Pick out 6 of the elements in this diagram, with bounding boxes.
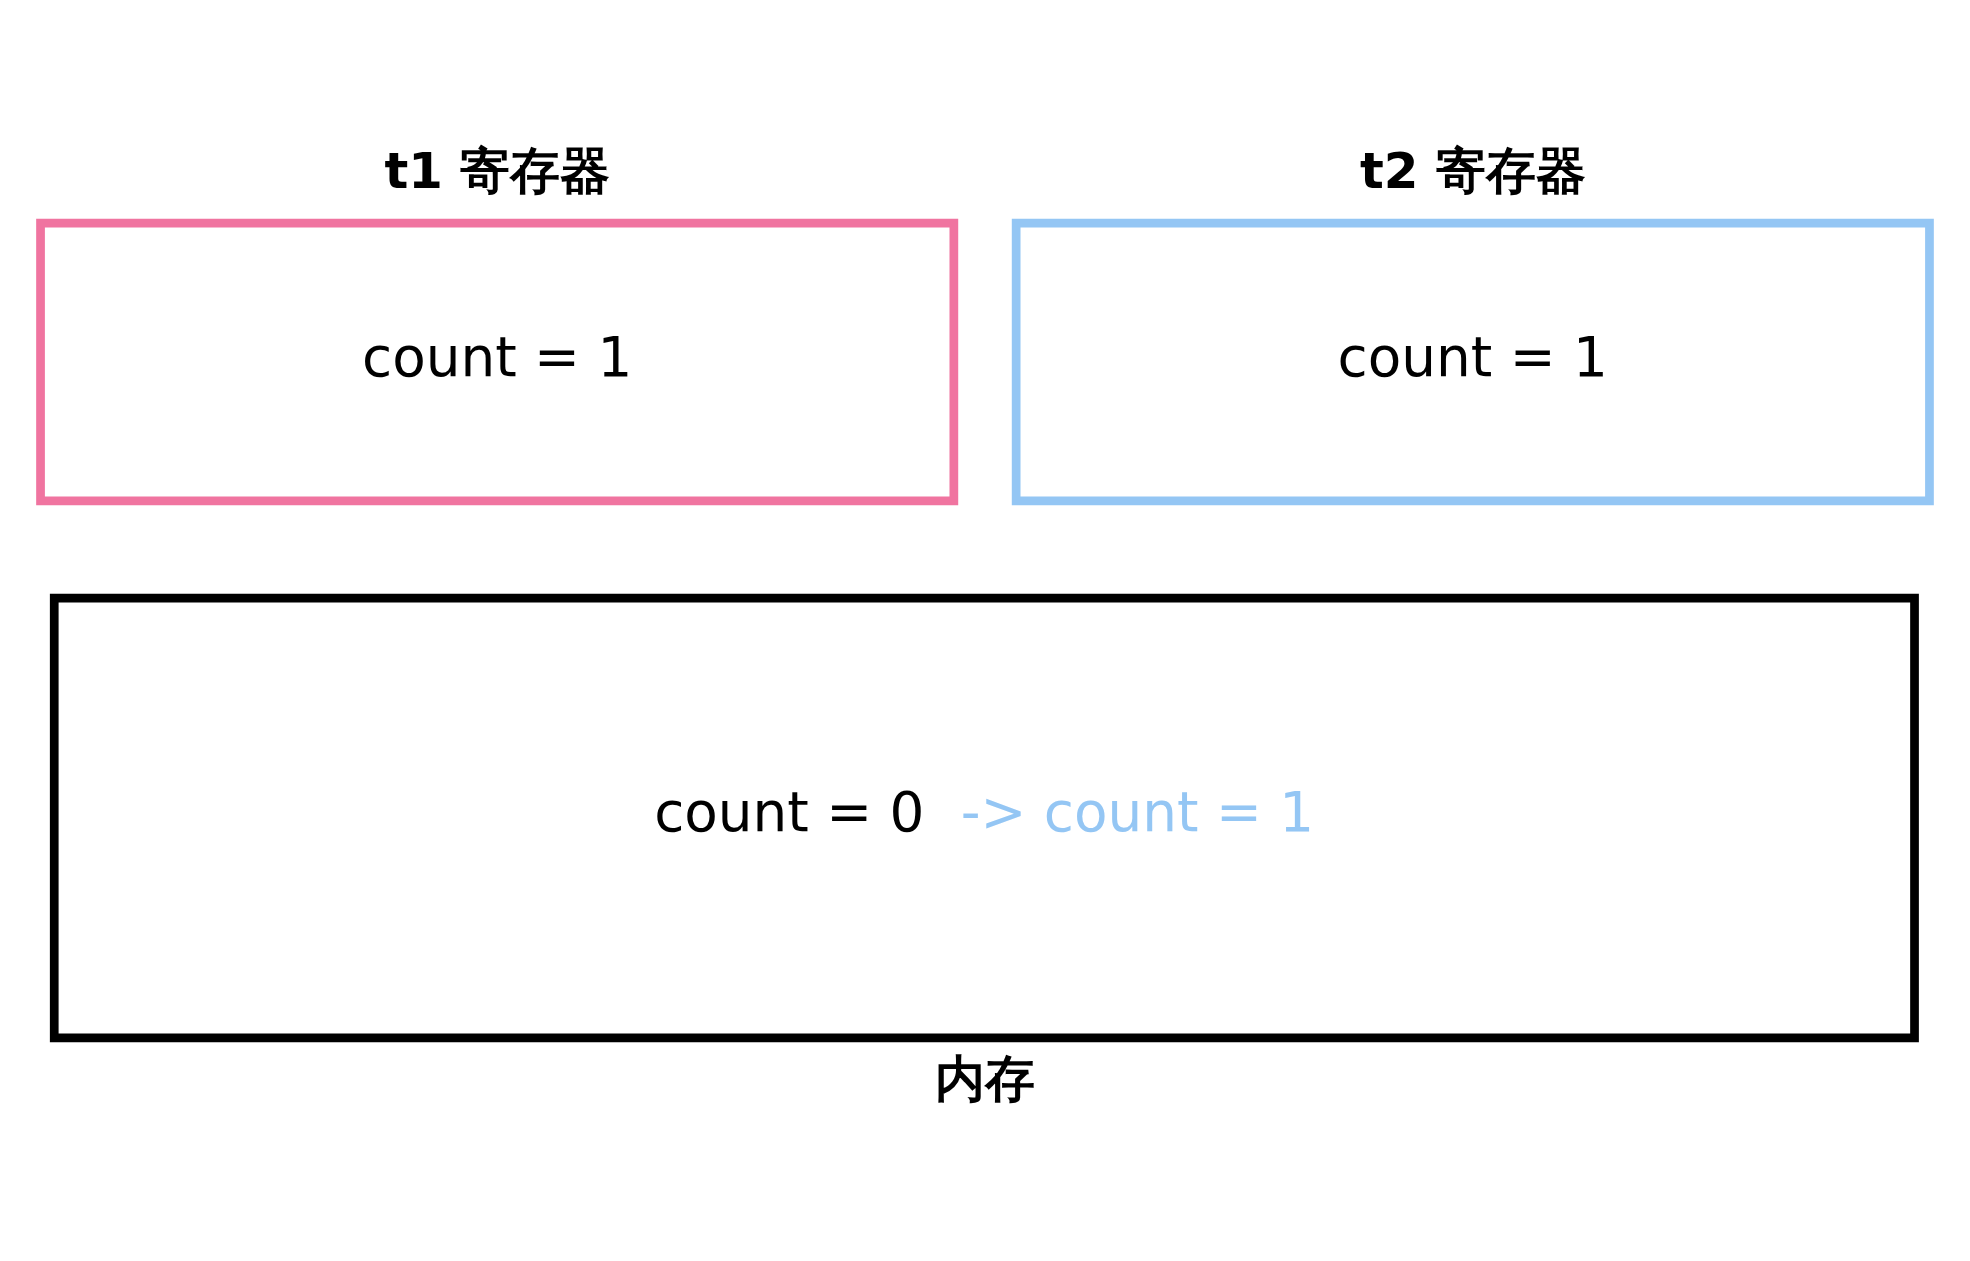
- node-box: count = 1: [1011, 218, 1934, 506]
- node-box: count = 1: [36, 218, 959, 506]
- node-box: count = 0 -> count = 1: [49, 593, 1919, 1043]
- node-label: 内存: [934, 1049, 1035, 1108]
- node-label: t1 寄存器: [384, 141, 611, 200]
- node-label: t2 寄存器: [1360, 141, 1586, 200]
